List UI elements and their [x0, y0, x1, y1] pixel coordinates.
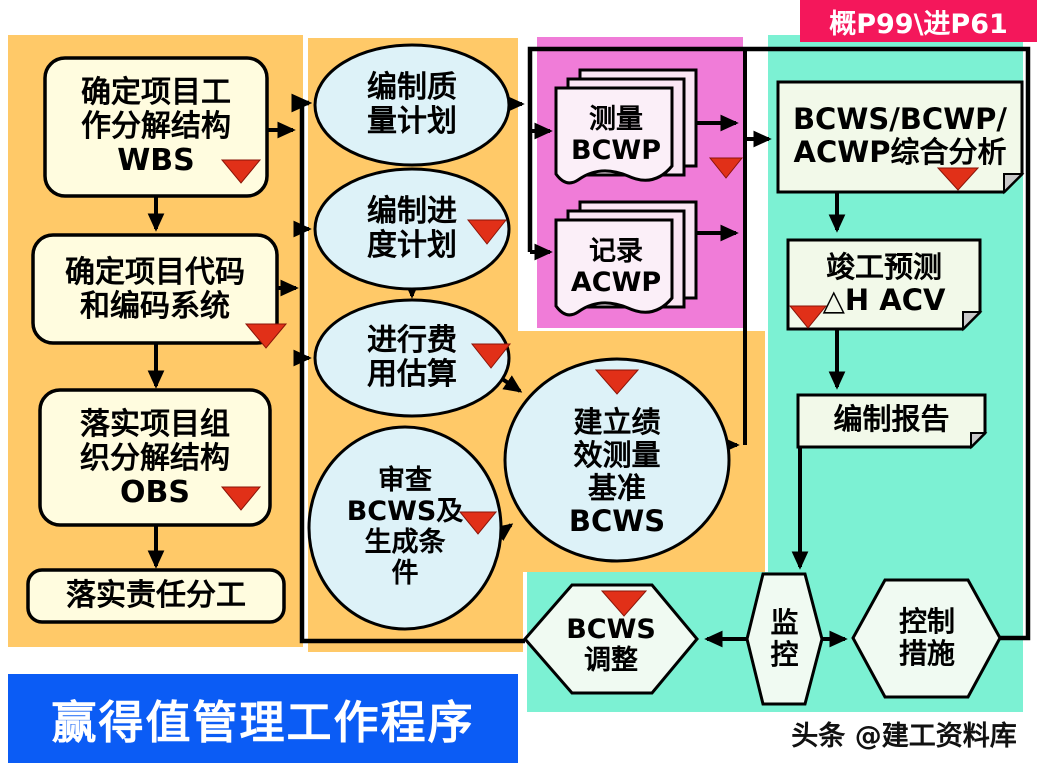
- wbs-box-shape: [43, 56, 269, 198]
- schedule-plan-ellipse: [313, 167, 511, 291]
- quality-plan-ellipse: [313, 43, 511, 167]
- slide-title: 赢得值管理工作程序: [8, 674, 518, 763]
- schedule-plan-label: 编制进 度计划: [367, 193, 457, 263]
- responsibility-box-shape: [26, 568, 286, 624]
- control-measures-hexagon: [851, 578, 1002, 699]
- edge-control-measures-feedback: [527, 46, 1031, 641]
- analysis-doc-shape: [776, 80, 1025, 195]
- red-triangle-icon: [244, 323, 288, 349]
- measure-bcwp-label: 测量 BCWP: [571, 104, 661, 166]
- red-triangle-icon: [220, 159, 262, 184]
- monitor-label: 监 控: [770, 606, 799, 671]
- red-triangle-icon: [594, 369, 640, 395]
- red-triangle-icon: [600, 590, 648, 617]
- record-acwp-doc: [554, 200, 698, 317]
- analysis-label: BCWS/BCWP/ ACWP综合分析: [792, 101, 1008, 169]
- review-bcws-label: 审查 BCWS及 生成条 件: [346, 465, 464, 589]
- measure-bcwp-doc: [554, 68, 698, 185]
- baseline-bcws-circle: [503, 357, 731, 563]
- wbs-box-label: 确定项目工 作分解结构 WBS: [81, 74, 231, 179]
- quality-plan-label: 编制质 量计划: [367, 69, 457, 139]
- red-triangle-icon: [708, 157, 744, 179]
- bcws-adjust-hexagon: [523, 583, 699, 695]
- report-doc-shape: [796, 393, 988, 450]
- page-reference-badge: 概P99\进P61: [800, 0, 1037, 42]
- obs-box-shape: [38, 388, 272, 527]
- cost-estimate-ellipse: [313, 298, 511, 418]
- red-triangle-icon: [220, 486, 262, 511]
- review-bcws-circle: [307, 425, 503, 631]
- forecast-label: 竣工预测 △H ACV: [822, 249, 946, 317]
- obs-box-label: 落实项目组 织分解结构 OBS: [80, 406, 230, 511]
- bcws-adjust-label: BCWS 调整: [566, 614, 656, 676]
- red-triangle-icon: [788, 305, 828, 329]
- record-acwp-label: 记录 ACWP: [570, 236, 662, 298]
- code-system-box-label: 确定项目代码 和编码系统: [65, 254, 245, 324]
- responsibility-box-label: 落实责任分工: [66, 577, 246, 613]
- red-triangle-icon: [936, 167, 980, 191]
- red-triangle-icon: [470, 343, 512, 369]
- cost-estimate-label: 进行费 用估算: [367, 322, 457, 392]
- edge-bcws-adjust-feedback: [291, 93, 525, 644]
- report-label: 编制报告: [833, 402, 950, 437]
- control-measures-label: 控制 措施: [898, 605, 955, 670]
- code-system-box-shape: [31, 233, 279, 345]
- monitor-hexagon: [745, 572, 824, 706]
- red-triangle-icon: [466, 219, 508, 245]
- baseline-bcws-label: 建立绩 效测量 基准 BCWS: [568, 404, 666, 539]
- forecast-doc-shape: [786, 238, 983, 332]
- red-triangle-icon: [458, 511, 498, 535]
- watermark: 头条 @建工资料库: [791, 720, 1017, 752]
